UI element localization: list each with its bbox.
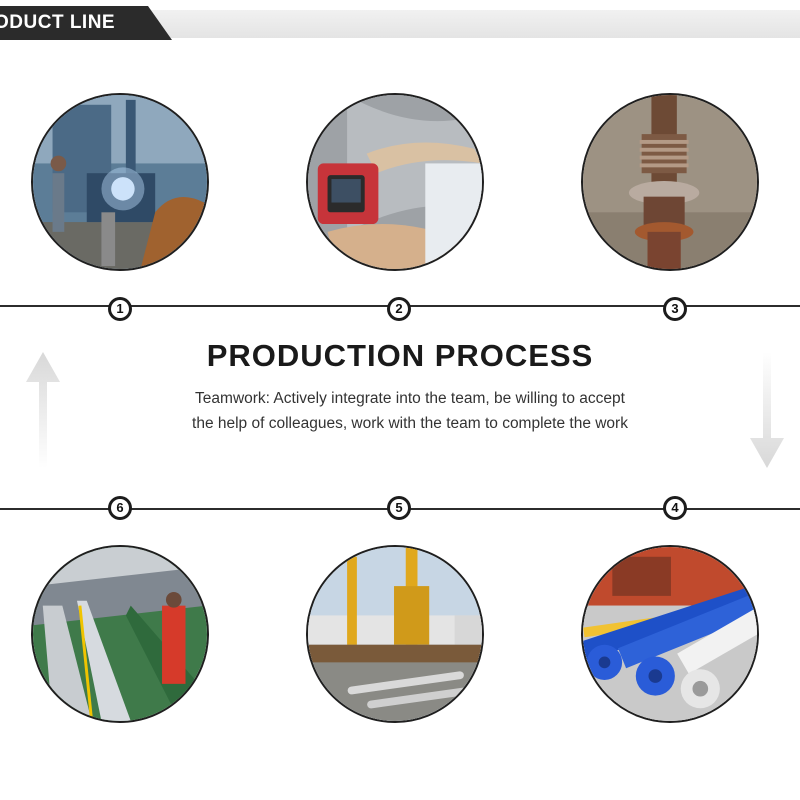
step-1-image	[31, 93, 209, 271]
step-3-image	[581, 93, 759, 271]
down-arrow-icon	[750, 352, 784, 468]
step-5-image	[306, 545, 484, 723]
step-4-image	[581, 545, 759, 723]
header-gray-strip	[150, 10, 800, 38]
step-number-3: 3	[663, 297, 687, 321]
step-6-image	[31, 545, 209, 723]
up-arrow-icon	[26, 352, 60, 468]
step-number-5: 5	[387, 496, 411, 520]
header-title: ODUCT LINE	[0, 12, 116, 33]
step-2-image	[306, 93, 484, 271]
step-number-4: 4	[663, 496, 687, 520]
step-number-6: 6	[108, 496, 132, 520]
section-title: PRODUCTION PROCESS	[206, 338, 594, 373]
header-bar: ODUCT LINE	[0, 6, 800, 40]
step-number-1: 1	[108, 297, 132, 321]
section-description: Teamwork: Actively integrate into the te…	[192, 390, 628, 432]
step-number-2: 2	[387, 297, 411, 321]
header-tab: ODUCT LINE	[0, 6, 172, 40]
